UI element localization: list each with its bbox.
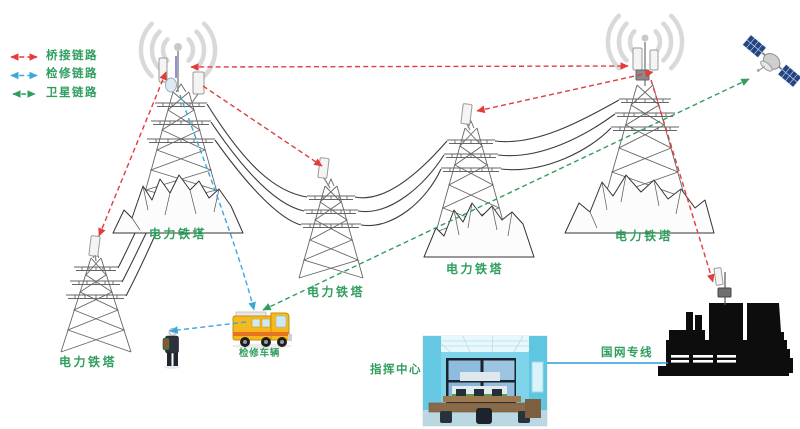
tower-label-5: 电力铁塔 — [615, 229, 674, 243]
bridge-link-tower4-tower5 — [476, 69, 654, 114]
radio-unit-icon — [717, 287, 732, 298]
mountain-tower1 — [112, 174, 244, 234]
field-worker-icon — [162, 328, 180, 369]
mountain-tower5 — [564, 174, 715, 234]
tower-label-3: 电力铁塔 — [307, 285, 366, 299]
panel-antenna-icon — [713, 267, 724, 286]
satellite-icon — [742, 34, 800, 88]
panel-antenna-icon — [158, 57, 168, 83]
wifi-waves-tower1-icon — [138, 21, 218, 79]
tower-label-1: 电力铁塔 — [149, 227, 208, 241]
panel-antenna-icon — [192, 71, 205, 95]
panel-antenna-icon — [649, 49, 659, 71]
tower-label-4: 电力铁塔 — [446, 262, 505, 276]
bridge-link-tower1-tower2 — [98, 71, 167, 237]
panel-antenna-icon — [460, 103, 473, 125]
links — [98, 62, 750, 364]
truck-label: 检修车辆 — [239, 348, 281, 359]
microwave-dish-icon — [165, 77, 177, 93]
power-plant-icon — [658, 267, 793, 376]
maintenance-link-truck-worker — [169, 321, 247, 334]
bridge-link-tower1-tower5 — [190, 62, 629, 71]
maintenance-link-tower1-truck — [179, 94, 256, 311]
power-tower-3 — [298, 157, 364, 279]
chair-icon — [476, 408, 492, 424]
command-center-photo — [422, 335, 548, 427]
panel-antenna-icon — [88, 235, 101, 257]
tower-label-2: 电力铁塔 — [59, 355, 118, 369]
grid-line-label: 国网专线 — [601, 347, 653, 359]
legend-label-bridge: 桥接链路 — [46, 50, 98, 62]
legend-label-maintenance: 检修链路 — [46, 68, 98, 80]
helmet-icon — [168, 328, 177, 336]
legend-arrows — [10, 53, 38, 98]
power-tower-2 — [60, 235, 132, 353]
panel-antenna-icon — [632, 47, 643, 71]
command-center-label: 指挥中心 — [370, 364, 422, 376]
maintenance-truck-icon — [232, 311, 292, 349]
legend-label-satellite: 卫星链路 — [46, 87, 98, 99]
panel-antenna-icon — [317, 157, 330, 179]
